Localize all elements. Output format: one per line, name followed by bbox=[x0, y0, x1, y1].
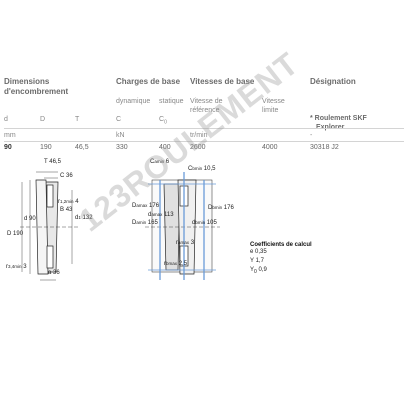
label-ramax: ramax 3 bbox=[176, 240, 195, 246]
divider bbox=[4, 128, 404, 129]
sub-d: d bbox=[4, 116, 8, 123]
value-limit-speed: 4000 bbox=[262, 144, 278, 151]
label-d: d 90 bbox=[24, 216, 36, 222]
sub-C: C bbox=[116, 116, 122, 123]
label-d1: d1 132 bbox=[75, 215, 93, 221]
value-C: 330 bbox=[116, 144, 128, 151]
unit-kn: kN bbox=[116, 132, 125, 139]
sub-D: D bbox=[40, 116, 46, 123]
bearing-section-drawing bbox=[20, 171, 80, 281]
value-reference-speed: 2600 bbox=[190, 144, 206, 151]
label-C: C 36 bbox=[60, 173, 73, 179]
label-dbmin-lower: dbmin 105 bbox=[192, 220, 217, 226]
label-T: T 46,5 bbox=[44, 159, 62, 165]
value-D: 190 bbox=[40, 144, 52, 151]
label-damax-lower: damax 113 bbox=[148, 212, 174, 218]
label-a: a 36 bbox=[48, 270, 60, 276]
header-vitesses: Vitesses de base bbox=[190, 77, 255, 86]
header-designation: Désignation bbox=[310, 77, 356, 86]
sub-C0: C0 bbox=[159, 116, 167, 126]
value-C0: 400 bbox=[159, 144, 171, 151]
label-rbmax: rbmax 2,5 bbox=[164, 261, 188, 267]
label-r34: r3,4min 3 bbox=[6, 264, 27, 270]
sub-statique: statique bbox=[159, 98, 184, 105]
divider bbox=[4, 141, 404, 142]
label-camin: Camin 6 bbox=[150, 159, 170, 165]
coef-y: Y 1,7 bbox=[250, 258, 264, 264]
bearing-drawings: T 46,5 C 36 r1,2min 4 B 43 d1 132 d 90 D… bbox=[6, 159, 234, 281]
sub-T: T bbox=[75, 116, 80, 123]
label-B: B 43 bbox=[60, 207, 73, 213]
unit-dash: - bbox=[310, 132, 313, 139]
unit-mm: mm bbox=[4, 132, 16, 139]
label-D: D 190 bbox=[7, 231, 24, 237]
coefficients-block: Coefficients de calcul e 0,35 Y 1,7 Y0 0… bbox=[250, 242, 312, 277]
coef-y0: Y0 0,9 bbox=[250, 267, 267, 276]
label-damax-upper: Damax 176 bbox=[132, 203, 160, 209]
value-T: 46,5 bbox=[75, 144, 89, 151]
coef-e: e 0,35 bbox=[250, 249, 267, 255]
coefficients-title: Coefficients de calcul bbox=[250, 242, 312, 248]
value-designation[interactable]: 30318 J2 bbox=[310, 144, 339, 151]
label-cbmin: Cbmin 10,5 bbox=[188, 166, 216, 172]
header-charges: Charges de base bbox=[116, 77, 181, 86]
label-r12: r1,2min 4 bbox=[58, 199, 79, 205]
label-damin: Damin 165 bbox=[132, 220, 158, 226]
unit-trmin: tr/min bbox=[190, 132, 208, 139]
sub-roulement-skf: * Roulement SKFExplorer bbox=[310, 115, 367, 131]
sub-dynamique: dynamique bbox=[116, 98, 151, 105]
value-d: 90 bbox=[4, 144, 12, 151]
abutment-drawing bbox=[145, 172, 220, 280]
label-dbmin-upper: Dbmin 176 bbox=[208, 205, 234, 211]
